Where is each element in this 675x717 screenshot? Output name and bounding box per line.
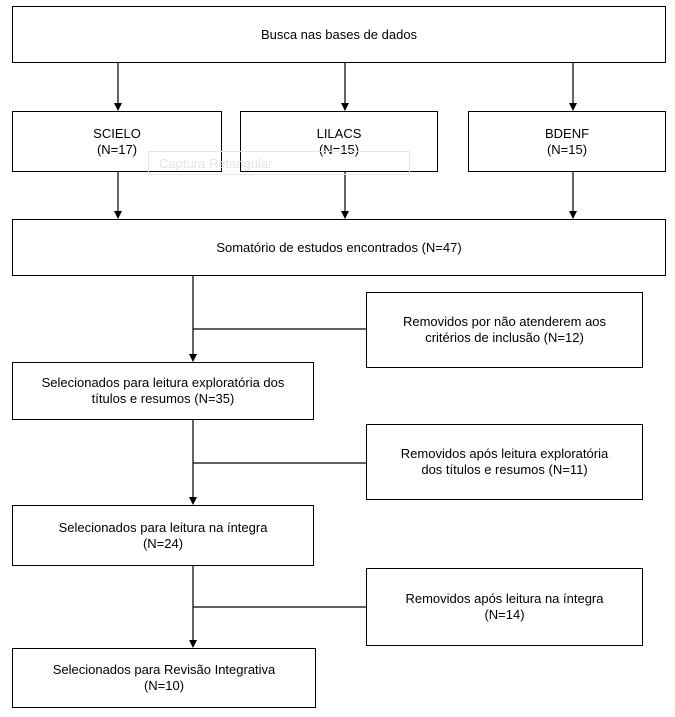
database-name: LILACS [316,125,362,141]
total-label: Somatório de estudos encontrados (N=47) [216,239,462,255]
selected-line-1: Selecionados para leitura na íntegra [58,519,268,535]
selected-box-3: Selecionados para Revisão Integrativa (N… [12,648,316,708]
selected-box-2: Selecionados para leitura na íntegra (N=… [12,505,314,566]
database-name: BDENF [544,125,590,141]
database-count: (N=17) [96,141,138,157]
removed-line-2: critérios de inclusão (N=12) [425,330,584,345]
total-box: Somatório de estudos encontrados (N=47) [12,219,666,276]
rectangular-capture-overlay: Captura Retangular [148,151,410,175]
database-box-bdenf: BDENF (N=15) [468,111,666,172]
database-count: (N=15) [546,141,588,157]
selected-line-2: (N=24) [142,535,184,551]
database-count: (N=15) [318,141,360,157]
removed-box-2: Removidos após leitura exploratória dos … [366,424,643,500]
removed-line-1: Removidos após leitura exploratória [400,446,609,461]
removed-box-3: Removidos após leitura na íntegra (N=14) [366,568,643,646]
selected-line-1: Selecionados para leitura exploratória d… [41,375,285,390]
removed-line-1: Removidos após leitura na íntegra [405,591,604,606]
selected-line-2: (N=10) [143,678,185,693]
removed-line-1: Removidos por não atenderem aos [402,314,607,329]
selected-box-1: Selecionados para leitura exploratória d… [12,362,314,420]
selected-line-1: Selecionados para Revisão Integrativa [52,662,276,677]
removed-line-2: dos títulos e resumos (N=11) [421,462,588,477]
database-box-scielo: SCIELO (N=17) [12,111,222,172]
selected-line-2: títulos e resumos (N=35) [91,391,235,406]
search-label: Busca nas bases de dados [260,26,418,42]
removed-box-1: Removidos por não atenderem aos critério… [366,292,643,368]
search-box: Busca nas bases de dados [12,6,666,63]
removed-line-2: (N=14) [484,607,525,622]
database-name: SCIELO [93,125,141,141]
database-box-lilacs: LILACS (N=15) [240,111,438,172]
